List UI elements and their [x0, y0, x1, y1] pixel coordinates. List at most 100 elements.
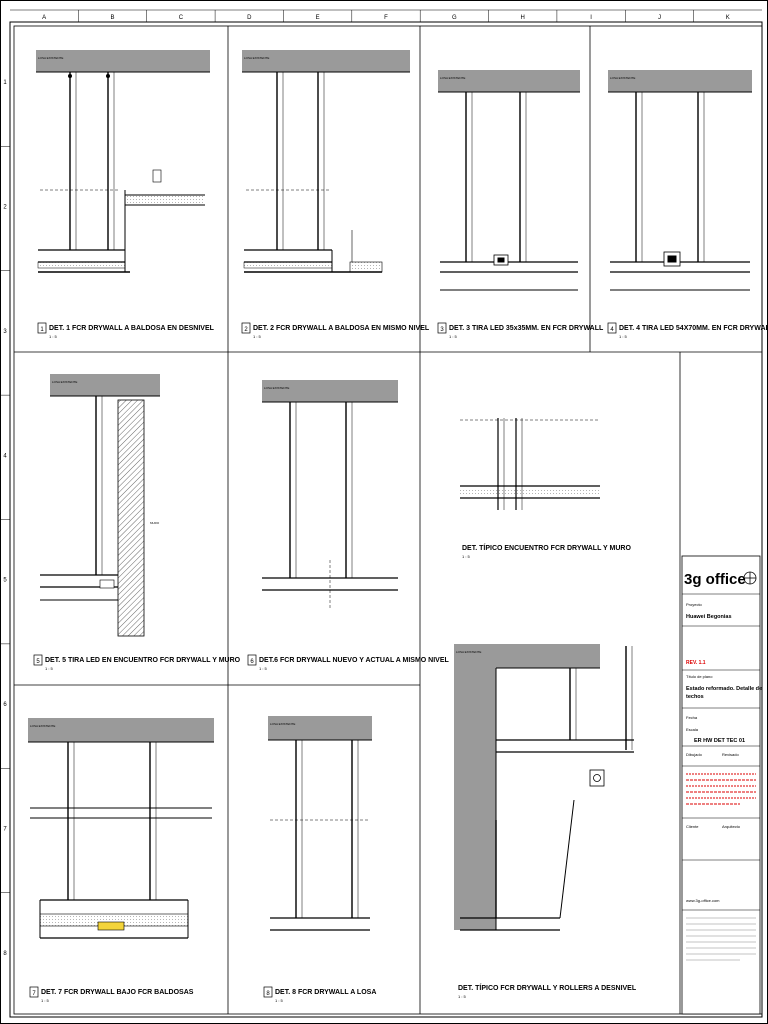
- drawn-label: Dibujado: [686, 752, 703, 757]
- logo-crosshair-icon: [743, 571, 757, 585]
- detail-scale: 1 : 5: [449, 334, 458, 339]
- grid-column-label: D: [247, 15, 252, 21]
- grid-column-label: F: [384, 15, 388, 21]
- detail-scale: 1 : 5: [458, 994, 467, 999]
- detail-6-drawing: [262, 380, 398, 610]
- grid-row-label: 8: [3, 951, 7, 957]
- detail-labels: 1 DET. 1 FCR DRYWALL A BALDOSA EN DESNIVE…: [29, 56, 768, 1003]
- detail-8-drawing: [268, 716, 372, 931]
- fine-print: [686, 917, 756, 961]
- title-block: 3g office Proyecto Huawei Begonias REV. …: [681, 555, 764, 1015]
- grid-column-label: G: [452, 15, 457, 21]
- detail-3-drawing: [438, 70, 580, 291]
- detail-number-box: [247, 654, 257, 666]
- detail-number-box: [33, 654, 43, 666]
- grid-row-label: 7: [3, 826, 7, 832]
- detail-scale: 1 : 5: [259, 666, 268, 671]
- detail-title: DET. TÍPICO ENCUENTRO FCR DRYWALL Y MURO: [462, 543, 631, 552]
- grid-column-label: H: [521, 15, 525, 21]
- drawing-title-label: Título de plano: [686, 674, 713, 679]
- detail-title: DET. 8 FCR DRYWALL A LOSA: [275, 989, 376, 996]
- grid-column-label: B: [111, 15, 115, 21]
- slab-label: LOSA EXISTENTE: [456, 650, 481, 654]
- detail-typical-wall-drawing: [460, 418, 600, 510]
- grid-column-label: I: [590, 15, 592, 21]
- website-text: www.3g-office.com: [686, 898, 720, 903]
- client-label: Cliente: [686, 824, 699, 829]
- detail-number-box: [241, 322, 251, 334]
- red-notes: [686, 773, 756, 805]
- drawing-title: Estado reformado. Detalle de techos: [686, 686, 764, 700]
- project-name: Huawei Begonias: [686, 614, 732, 620]
- detail-scale: 1 : 5: [41, 998, 50, 1003]
- detail-number-box: [437, 322, 447, 334]
- grid-column-label: K: [726, 15, 730, 21]
- grid-column-label: A: [42, 15, 46, 21]
- detail-title: DET.6 FCR DRYWALL NUEVO Y ACTUAL A MISMO…: [259, 657, 450, 664]
- detail-number: 4: [610, 327, 614, 333]
- detail-number-box: [263, 986, 273, 998]
- logo-text: 3g office: [684, 571, 746, 588]
- architect-label: Arquitecto: [722, 824, 741, 829]
- reviewed-label: Revisado: [722, 752, 739, 757]
- slab-label: LOSA EXISTENTE: [38, 56, 63, 60]
- detail-scale: 1 : 5: [45, 666, 54, 671]
- grid-row-label: 4: [3, 453, 7, 459]
- detail-4-drawing: [608, 70, 752, 291]
- grid-row-label: 5: [3, 578, 7, 584]
- slab-label: LOSA EXISTENTE: [610, 76, 635, 80]
- detail-number: 5: [36, 659, 40, 665]
- detail-number: 6: [250, 659, 254, 665]
- detail-number-box: [37, 322, 47, 334]
- detail-title: DET. 3 TIRA LED 35x35MM. EN FCR DRYWALL: [449, 325, 604, 332]
- grid-row-label: 2: [3, 205, 7, 211]
- detail-number: 1: [40, 327, 44, 333]
- detail-number-box: [607, 322, 617, 334]
- slab-label: LOSA EXISTENTE: [30, 724, 55, 728]
- detail-title: DET. 4 TIRA LED 54X70MM. EN FCR DRYWALL: [619, 325, 768, 332]
- detail-5-drawing: [40, 374, 160, 637]
- slab-label: LOSA EXISTENTE: [440, 76, 465, 80]
- detail-1-drawing: [36, 50, 210, 273]
- grid-row-labels: 1 2 3 4 5 6 7 8: [0, 80, 10, 957]
- grid-row-label: 6: [3, 702, 7, 708]
- grid-row-label: 3: [3, 329, 7, 335]
- scale-label: Escala: [686, 727, 699, 732]
- detail-title: DET. 5 TIRA LED EN ENCUENTRO FCR DRYWALL…: [45, 657, 241, 664]
- drawing-title-line: techos: [686, 694, 704, 700]
- grid-column-label: J: [658, 15, 661, 21]
- project-label: Proyecto: [686, 602, 703, 607]
- revision-label: REV. 1.1: [686, 660, 706, 666]
- detail-scale: 1 : 5: [462, 554, 471, 559]
- detail-number: 8: [266, 991, 270, 997]
- grid-column-label: C: [179, 15, 184, 21]
- drawing-title-line: Estado reformado. Detalle de: [686, 686, 762, 692]
- panel-frames: [13, 25, 763, 1015]
- detail-title: DET. 1 FCR DRYWALL A BALDOSA EN DESNIVEL: [49, 325, 215, 332]
- slab-label: LOSA EXISTENTE: [52, 380, 77, 384]
- detail-scale: 1 : 5: [275, 998, 284, 1003]
- grid-column-labels: A B C D E F G H I J K: [42, 10, 730, 22]
- grid-column-label: E: [316, 15, 320, 21]
- detail-title: DET. 7 FCR DRYWALL BAJO FCR BALDOSAS: [41, 989, 194, 996]
- slab-label: LOSA EXISTENTE: [264, 386, 289, 390]
- slab-label: LOSA EXISTENTE: [270, 722, 295, 726]
- slab-label: LOSA EXISTENTE: [244, 56, 269, 60]
- detail-number: 3: [440, 327, 444, 333]
- detail-scale: 1 : 5: [49, 334, 58, 339]
- wall-label: MURO: [150, 521, 160, 525]
- drawing-code: ER HW DET TEC 01: [694, 738, 745, 744]
- detail-typical-rollers-drawing: [454, 644, 634, 931]
- detail-number-box: [29, 986, 39, 998]
- detail-scale: 1 : 5: [619, 334, 628, 339]
- detail-2-drawing: [242, 50, 410, 273]
- detail-7-drawing: [28, 718, 214, 939]
- detail-scale: 1 : 5: [253, 334, 262, 339]
- grid-row-label: 1: [3, 80, 7, 86]
- detail-title: DET. 2 FCR DRYWALL A BALDOSA EN MISMO NI…: [253, 325, 430, 332]
- detail-number: 2: [244, 327, 248, 333]
- date-label: Fecha: [686, 715, 698, 720]
- detail-number: 7: [32, 991, 36, 997]
